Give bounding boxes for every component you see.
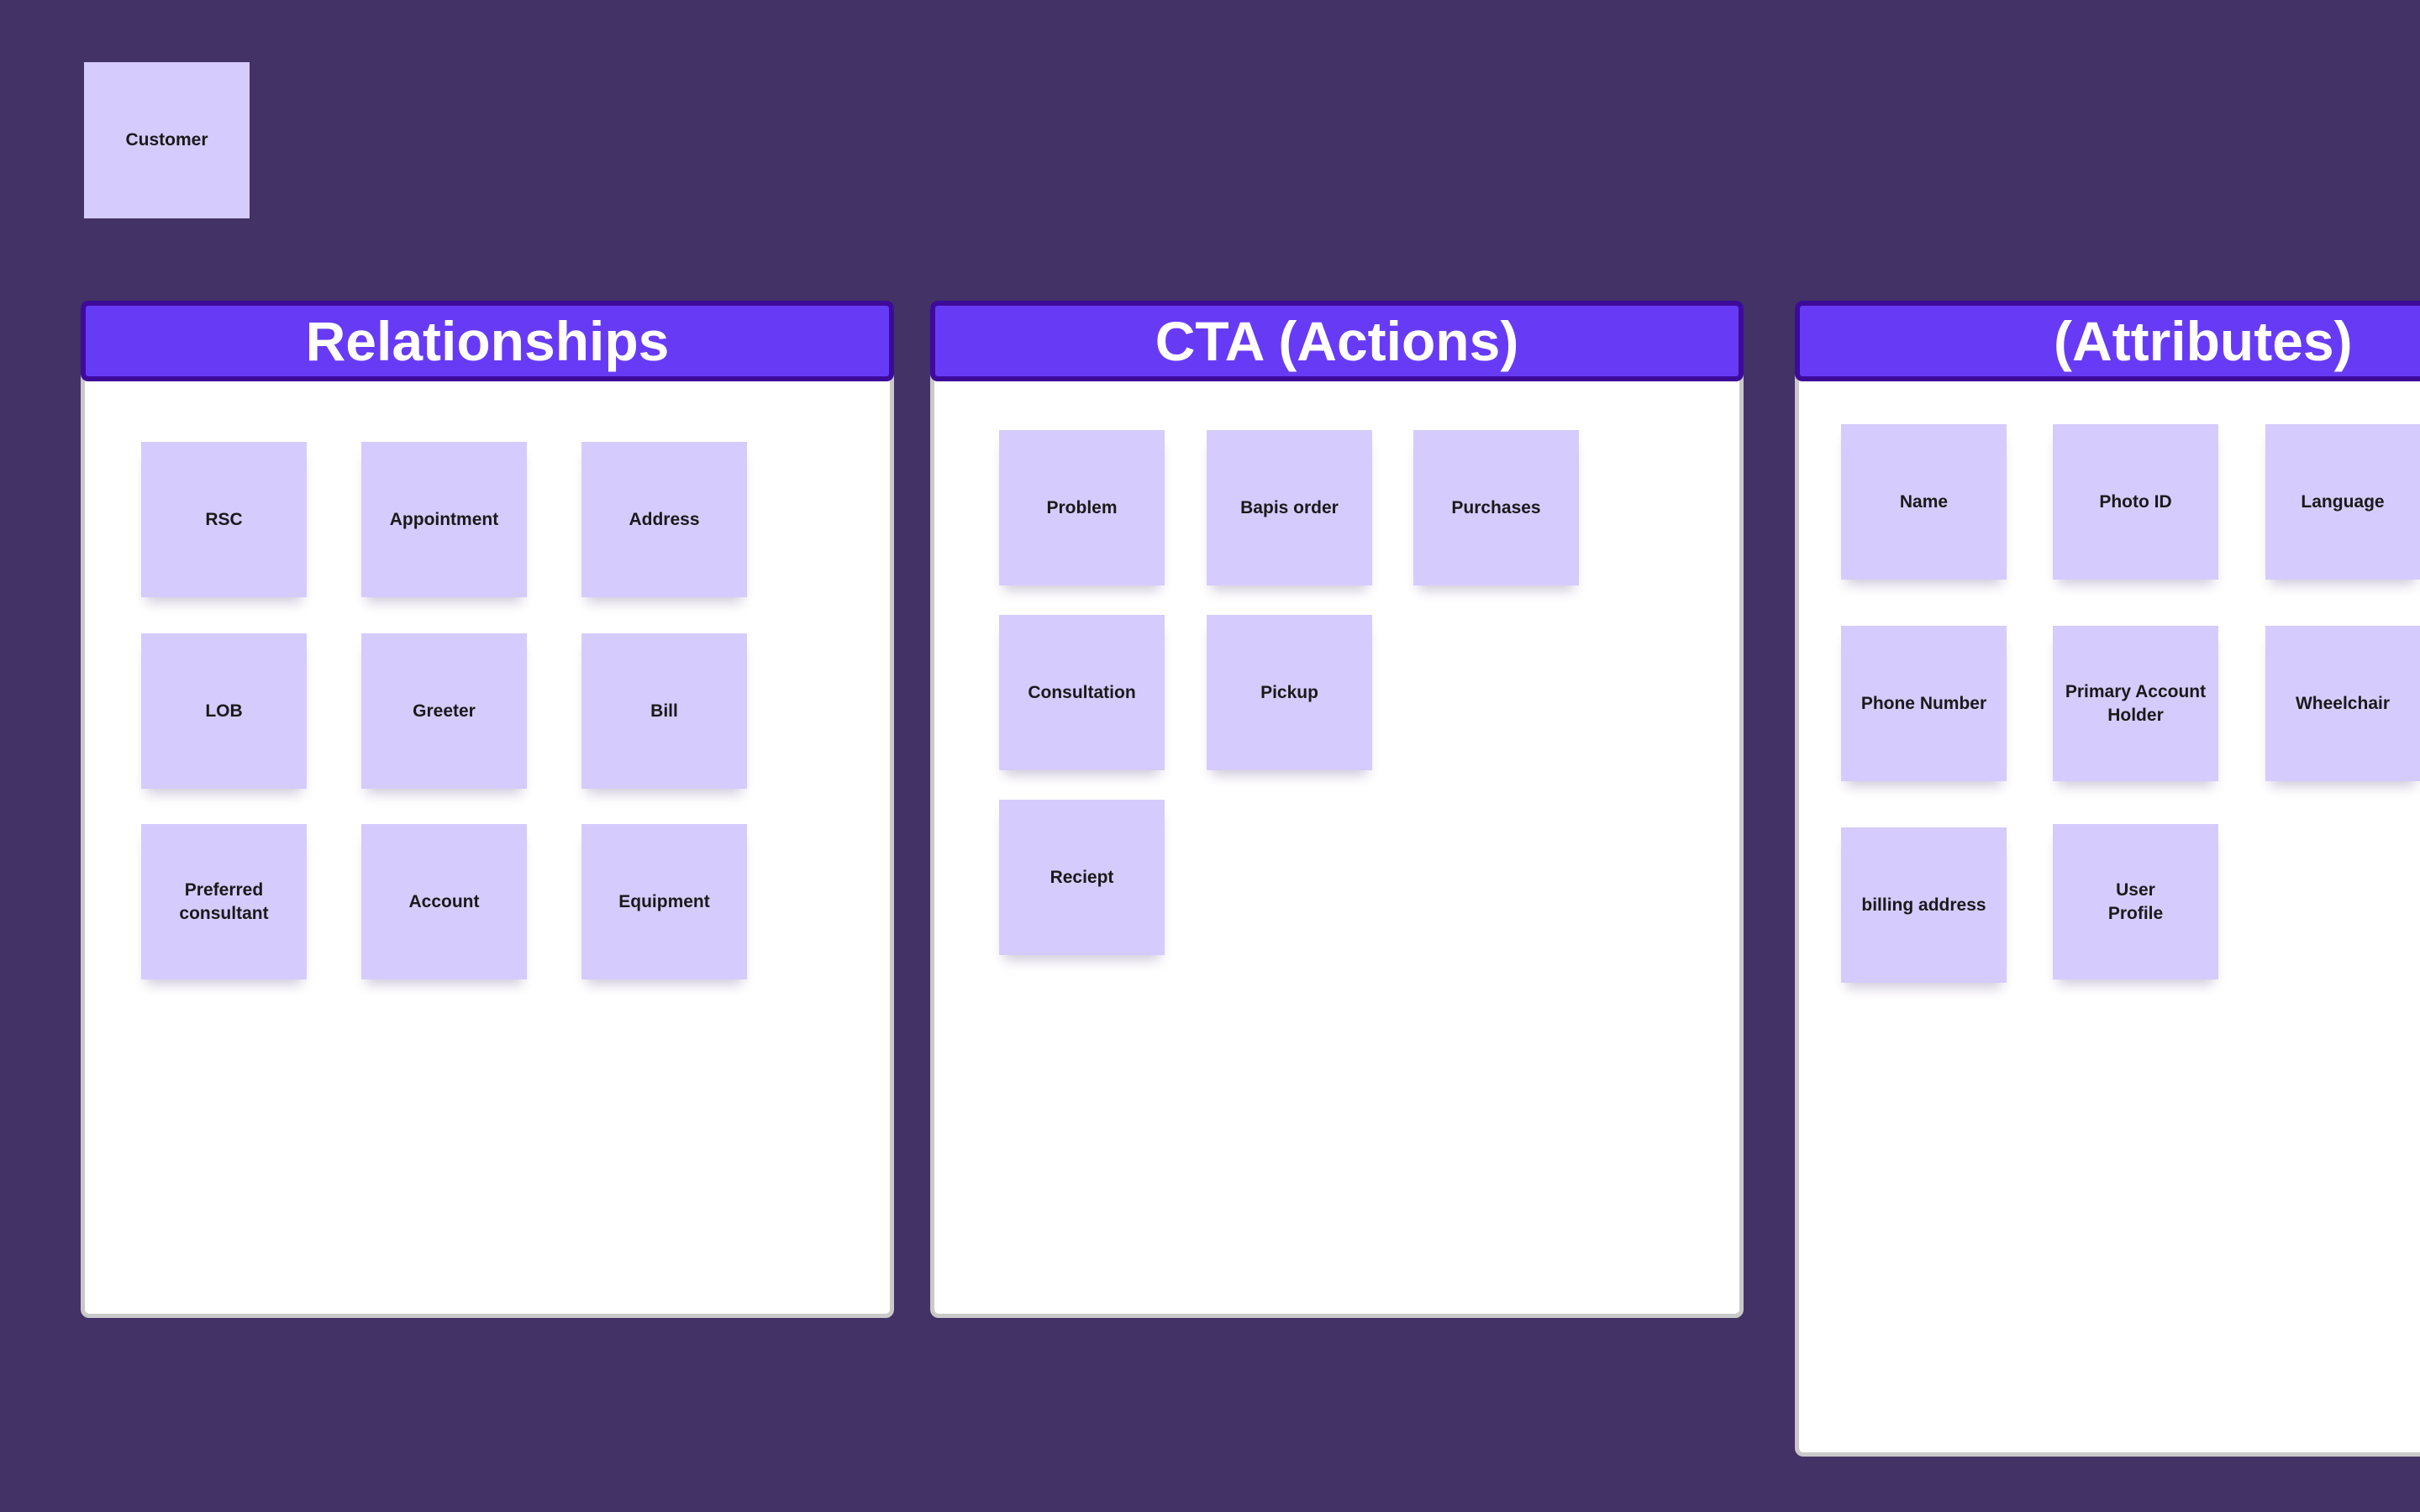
sticky-note-label: Photo ID <box>2099 491 2172 512</box>
sticky-note-appointment[interactable]: Appointment <box>361 442 527 597</box>
sticky-note-label: Phone Number <box>1860 693 1987 713</box>
sticky-note-reciept[interactable]: Reciept <box>999 800 1165 955</box>
frame-title: Relationships <box>305 310 670 372</box>
frame-header-actions[interactable]: CTA (Actions) <box>930 301 1744 381</box>
sticky-note-pickup[interactable]: Pickup <box>1207 615 1372 770</box>
sticky-note-label: Reciept <box>1050 867 1114 887</box>
sticky-note-label: Problem <box>1046 497 1118 517</box>
sticky-note-label: RSC <box>205 509 243 529</box>
sticky-note-label: Wheelchair <box>2295 693 2391 713</box>
sticky-note-address[interactable]: Address <box>581 442 747 597</box>
sticky-note-label: Primary Account Holder <box>2065 681 2207 725</box>
sticky-note-phone-number[interactable]: Phone Number <box>1841 626 2007 781</box>
sticky-note-account[interactable]: Account <box>361 824 527 979</box>
sticky-note-label: Customer <box>125 130 208 150</box>
sticky-note-name[interactable]: Name <box>1841 424 2007 580</box>
sticky-note-user-profile[interactable]: User Profile <box>2053 824 2218 979</box>
sticky-note-label: LOB <box>205 701 243 721</box>
sticky-note-label: Bill <box>650 701 678 721</box>
sticky-note-label: Preferred consultant <box>179 879 269 923</box>
frame-title: CTA (Actions) <box>1155 310 1519 372</box>
sticky-note-rsc[interactable]: RSC <box>141 442 307 597</box>
sticky-note-label: User Profile <box>2107 879 2164 923</box>
sticky-note-label: billing address <box>1861 895 1986 915</box>
sticky-note-bapis-order[interactable]: Bapis order <box>1207 430 1372 585</box>
sticky-note-consultation[interactable]: Consultation <box>999 615 1165 770</box>
sticky-note-label: Purchases <box>1451 497 1541 517</box>
sticky-note-language[interactable]: Language <box>2265 424 2420 580</box>
sticky-note-label: Pickup <box>1260 682 1318 702</box>
sticky-note-greeter[interactable]: Greeter <box>361 633 527 789</box>
sticky-note-customer[interactable]: Customer <box>84 62 250 218</box>
sticky-note-bill[interactable]: Bill <box>581 633 747 789</box>
sticky-note-purchases[interactable]: Purchases <box>1413 430 1579 585</box>
sticky-note-lob[interactable]: LOB <box>141 633 307 789</box>
sticky-note-label: Equipment <box>618 891 710 911</box>
sticky-note-wheelchair[interactable]: Wheelchair <box>2265 626 2420 781</box>
sticky-note-label: Name <box>1899 491 1949 512</box>
sticky-note-label: Greeter <box>413 701 476 721</box>
sticky-note-label: Consultation <box>1028 682 1136 702</box>
frame-title: (Attributes) <box>2054 310 2353 372</box>
sticky-note-label: Bapis order <box>1240 497 1339 517</box>
sticky-note-photo-id[interactable]: Photo ID <box>2053 424 2218 580</box>
sticky-note-label: Account <box>408 891 480 911</box>
sticky-note-label: Address <box>629 509 700 529</box>
sticky-note-problem[interactable]: Problem <box>999 430 1165 585</box>
sticky-note-label: Appointment <box>389 509 499 529</box>
sticky-note-billing-address[interactable]: billing address <box>1841 827 2007 983</box>
frame-header-attributes[interactable]: (Attributes) <box>1795 301 2420 381</box>
sticky-note-preferred-consultant[interactable]: Preferred consultant <box>141 824 307 979</box>
frame-header-relationships[interactable]: Relationships <box>81 301 894 381</box>
sticky-note-primary-account-holder[interactable]: Primary Account Holder <box>2053 626 2218 781</box>
sticky-note-label: Language <box>2301 491 2385 512</box>
sticky-note-equipment[interactable]: Equipment <box>581 824 747 979</box>
